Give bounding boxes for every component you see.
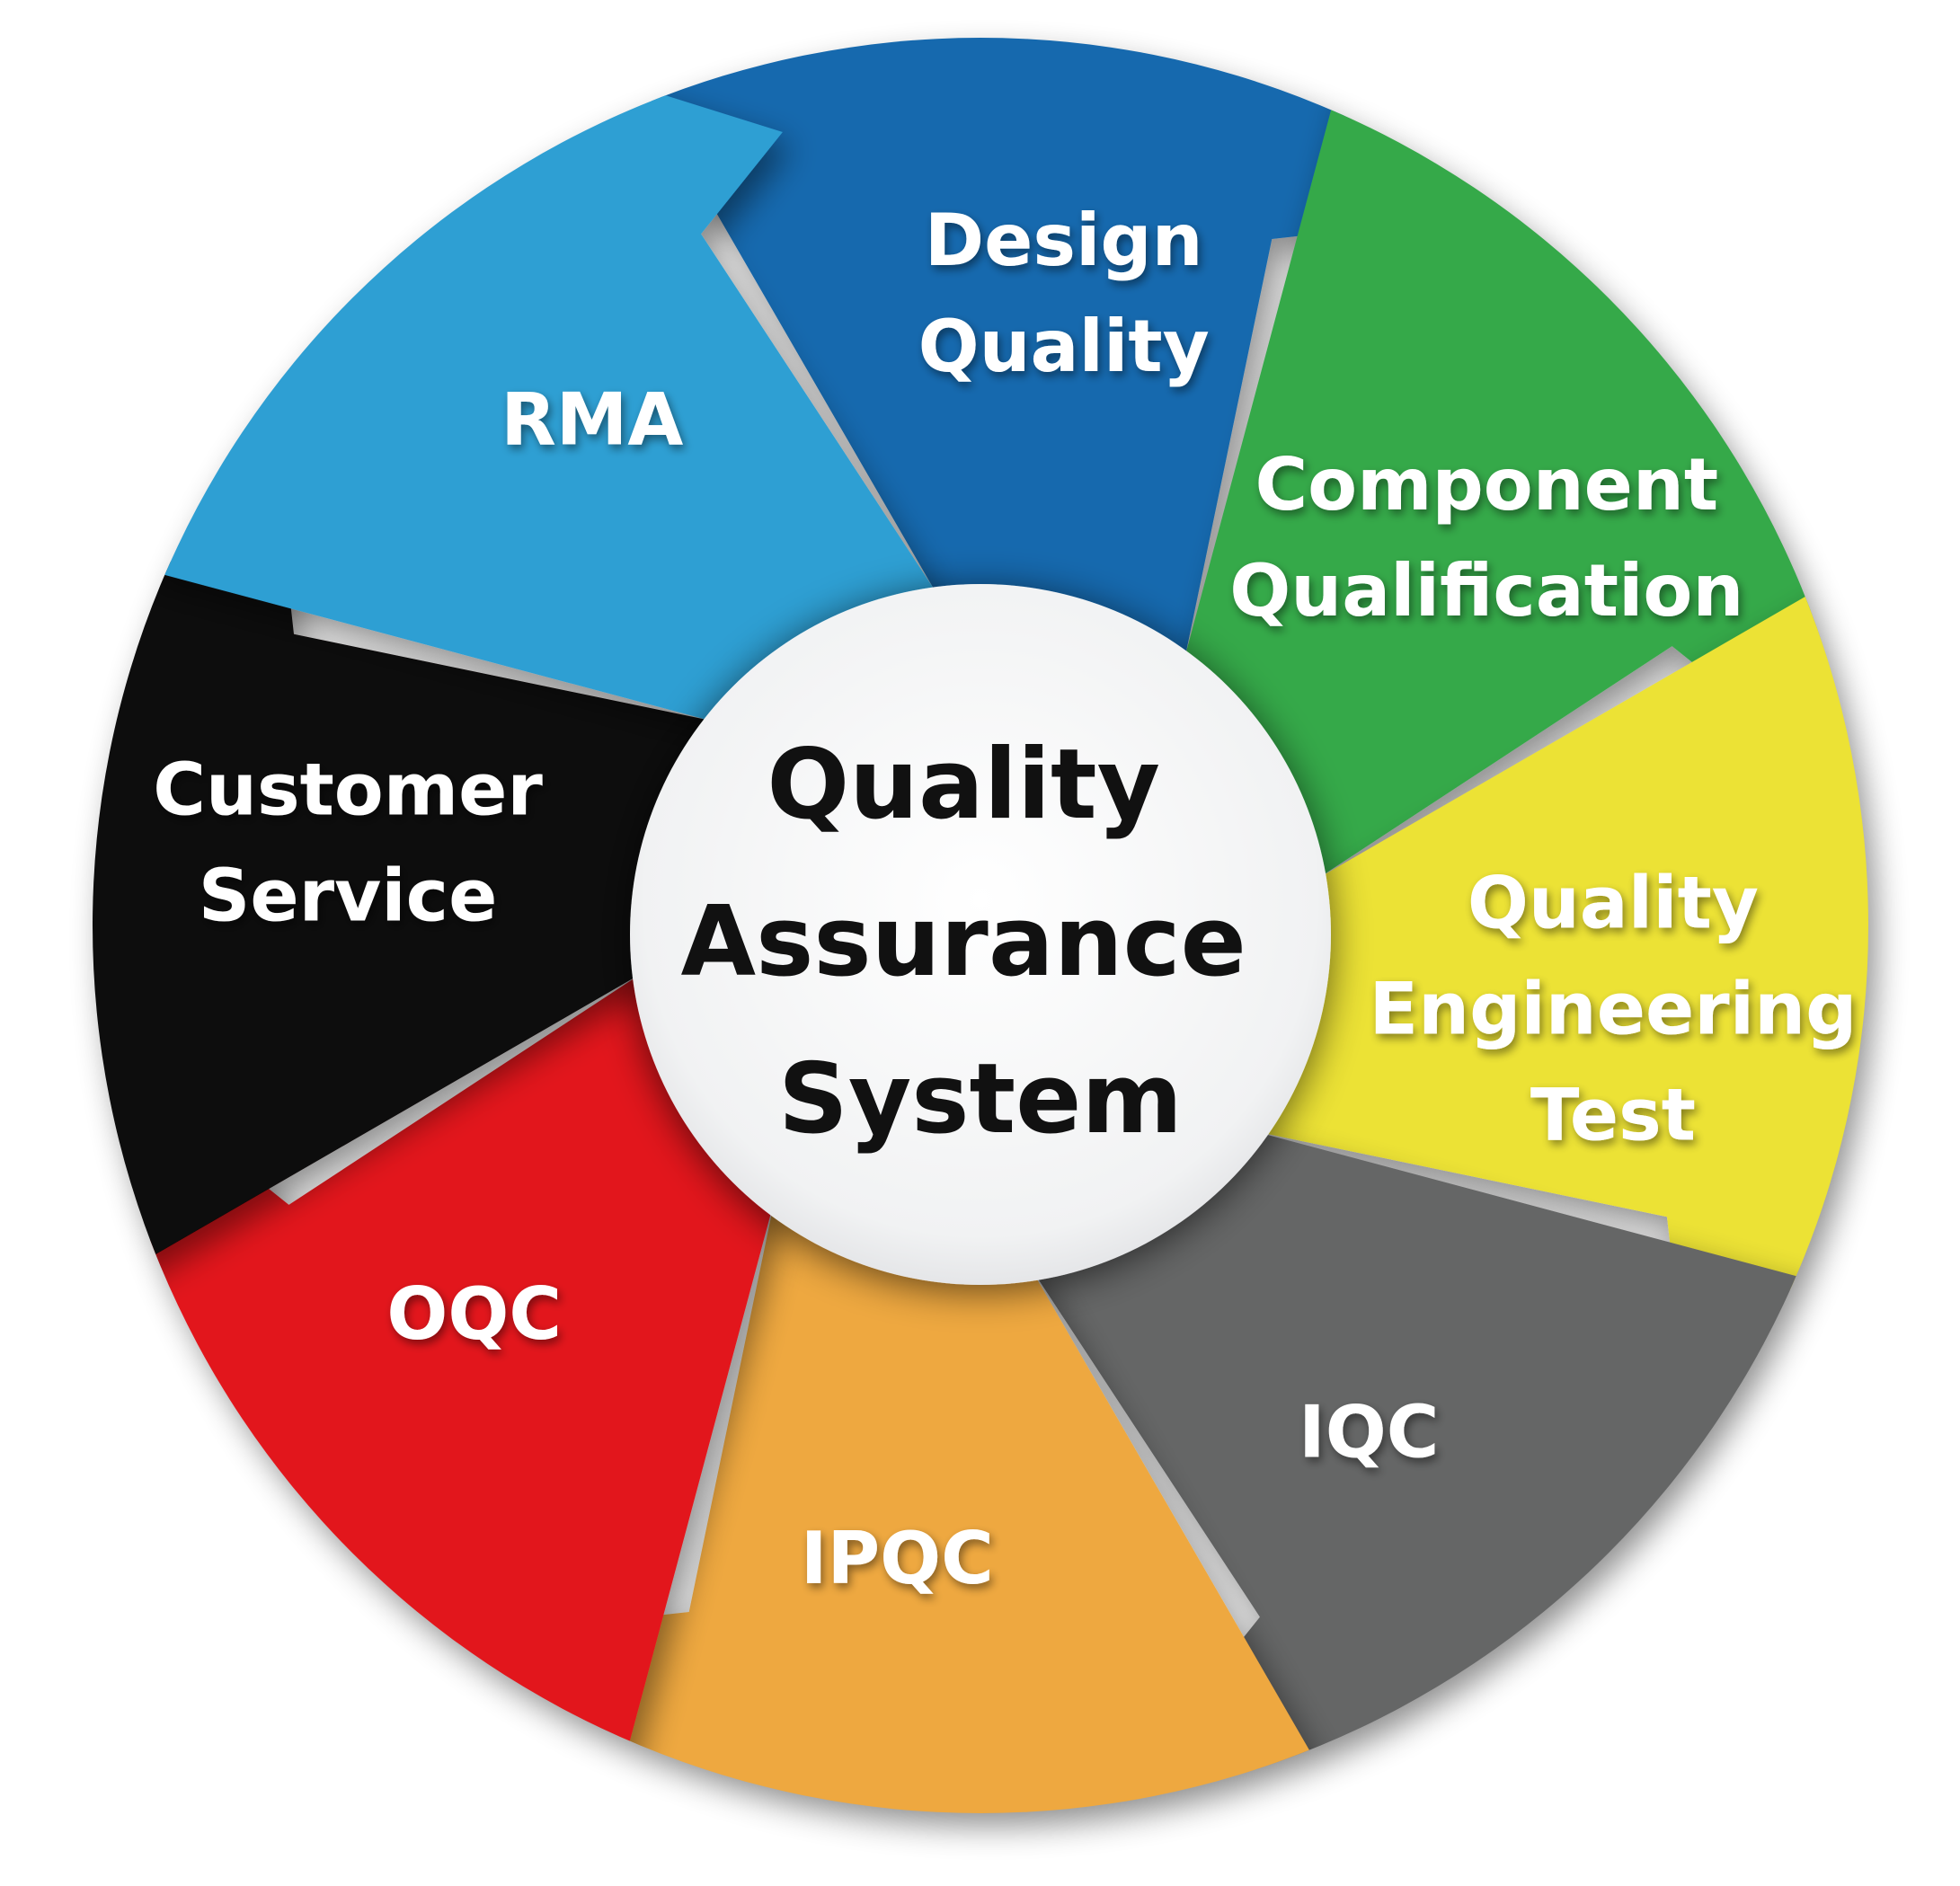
label-rma: RMA <box>501 378 683 462</box>
segment-design-quality <box>636 38 1402 653</box>
center-title-line-3: System <box>778 1043 1183 1156</box>
label-component-qualification-line-2: Qualification <box>1229 549 1743 633</box>
segment-iqc <box>1027 1130 1824 1769</box>
label-ipqc-line-1: IPQC <box>801 1517 994 1600</box>
label-design-quality-line-1: Design <box>925 199 1203 282</box>
label-customer-service-line-2: Service <box>199 854 498 937</box>
segment-component-qualification <box>1185 82 1824 879</box>
label-ipqc: IPQC <box>801 1517 994 1600</box>
center-hub: Quality Assurance System <box>630 584 1331 1285</box>
center-title: Quality Assurance System <box>681 729 1281 1156</box>
segment-quality-engineering-test <box>1253 581 1868 1347</box>
label-oqc-line-1: OQC <box>386 1272 562 1356</box>
label-quality-engineering-test-line-3: Test <box>1530 1074 1696 1157</box>
center-circle <box>630 584 1331 1285</box>
segment-ipqc <box>559 1198 1325 1813</box>
center-title-line-2: Assurance <box>681 886 1246 998</box>
segment-rma <box>137 82 934 721</box>
label-iqc-line-1: IQC <box>1299 1390 1439 1474</box>
label-oqc: OQC <box>386 1272 562 1356</box>
label-quality-engineering-test-line-2: Engineering <box>1369 968 1857 1051</box>
center-title-line-1: Quality <box>767 729 1160 841</box>
label-iqc: IQC <box>1299 1390 1439 1474</box>
label-customer-service-line-1: Customer <box>153 748 543 831</box>
segment-customer-service <box>93 504 708 1270</box>
label-rma-line-1: RMA <box>501 378 683 462</box>
label-component-qualification-line-1: Component <box>1255 443 1718 527</box>
label-design-quality-line-2: Quality <box>918 305 1210 388</box>
segment-oqc <box>137 972 776 1769</box>
label-quality-engineering-test-line-1: Quality <box>1468 862 1759 945</box>
